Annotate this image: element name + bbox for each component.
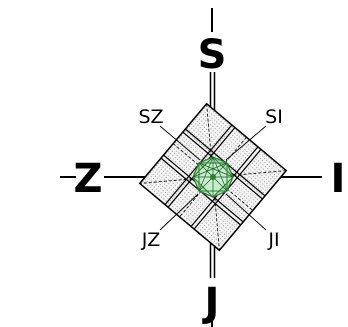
label-west: Z bbox=[73, 156, 102, 202]
label-north: S bbox=[198, 32, 227, 78]
label-southwest: JZ bbox=[141, 229, 161, 251]
center-mandala bbox=[192, 156, 234, 198]
intercardinal-leaders bbox=[159, 125, 267, 231]
label-south: J bbox=[202, 280, 220, 326]
label-northwest: SZ bbox=[138, 106, 163, 128]
label-east: I bbox=[331, 156, 346, 202]
label-southeast: JI bbox=[267, 229, 279, 251]
label-northeast: SI bbox=[265, 106, 283, 128]
